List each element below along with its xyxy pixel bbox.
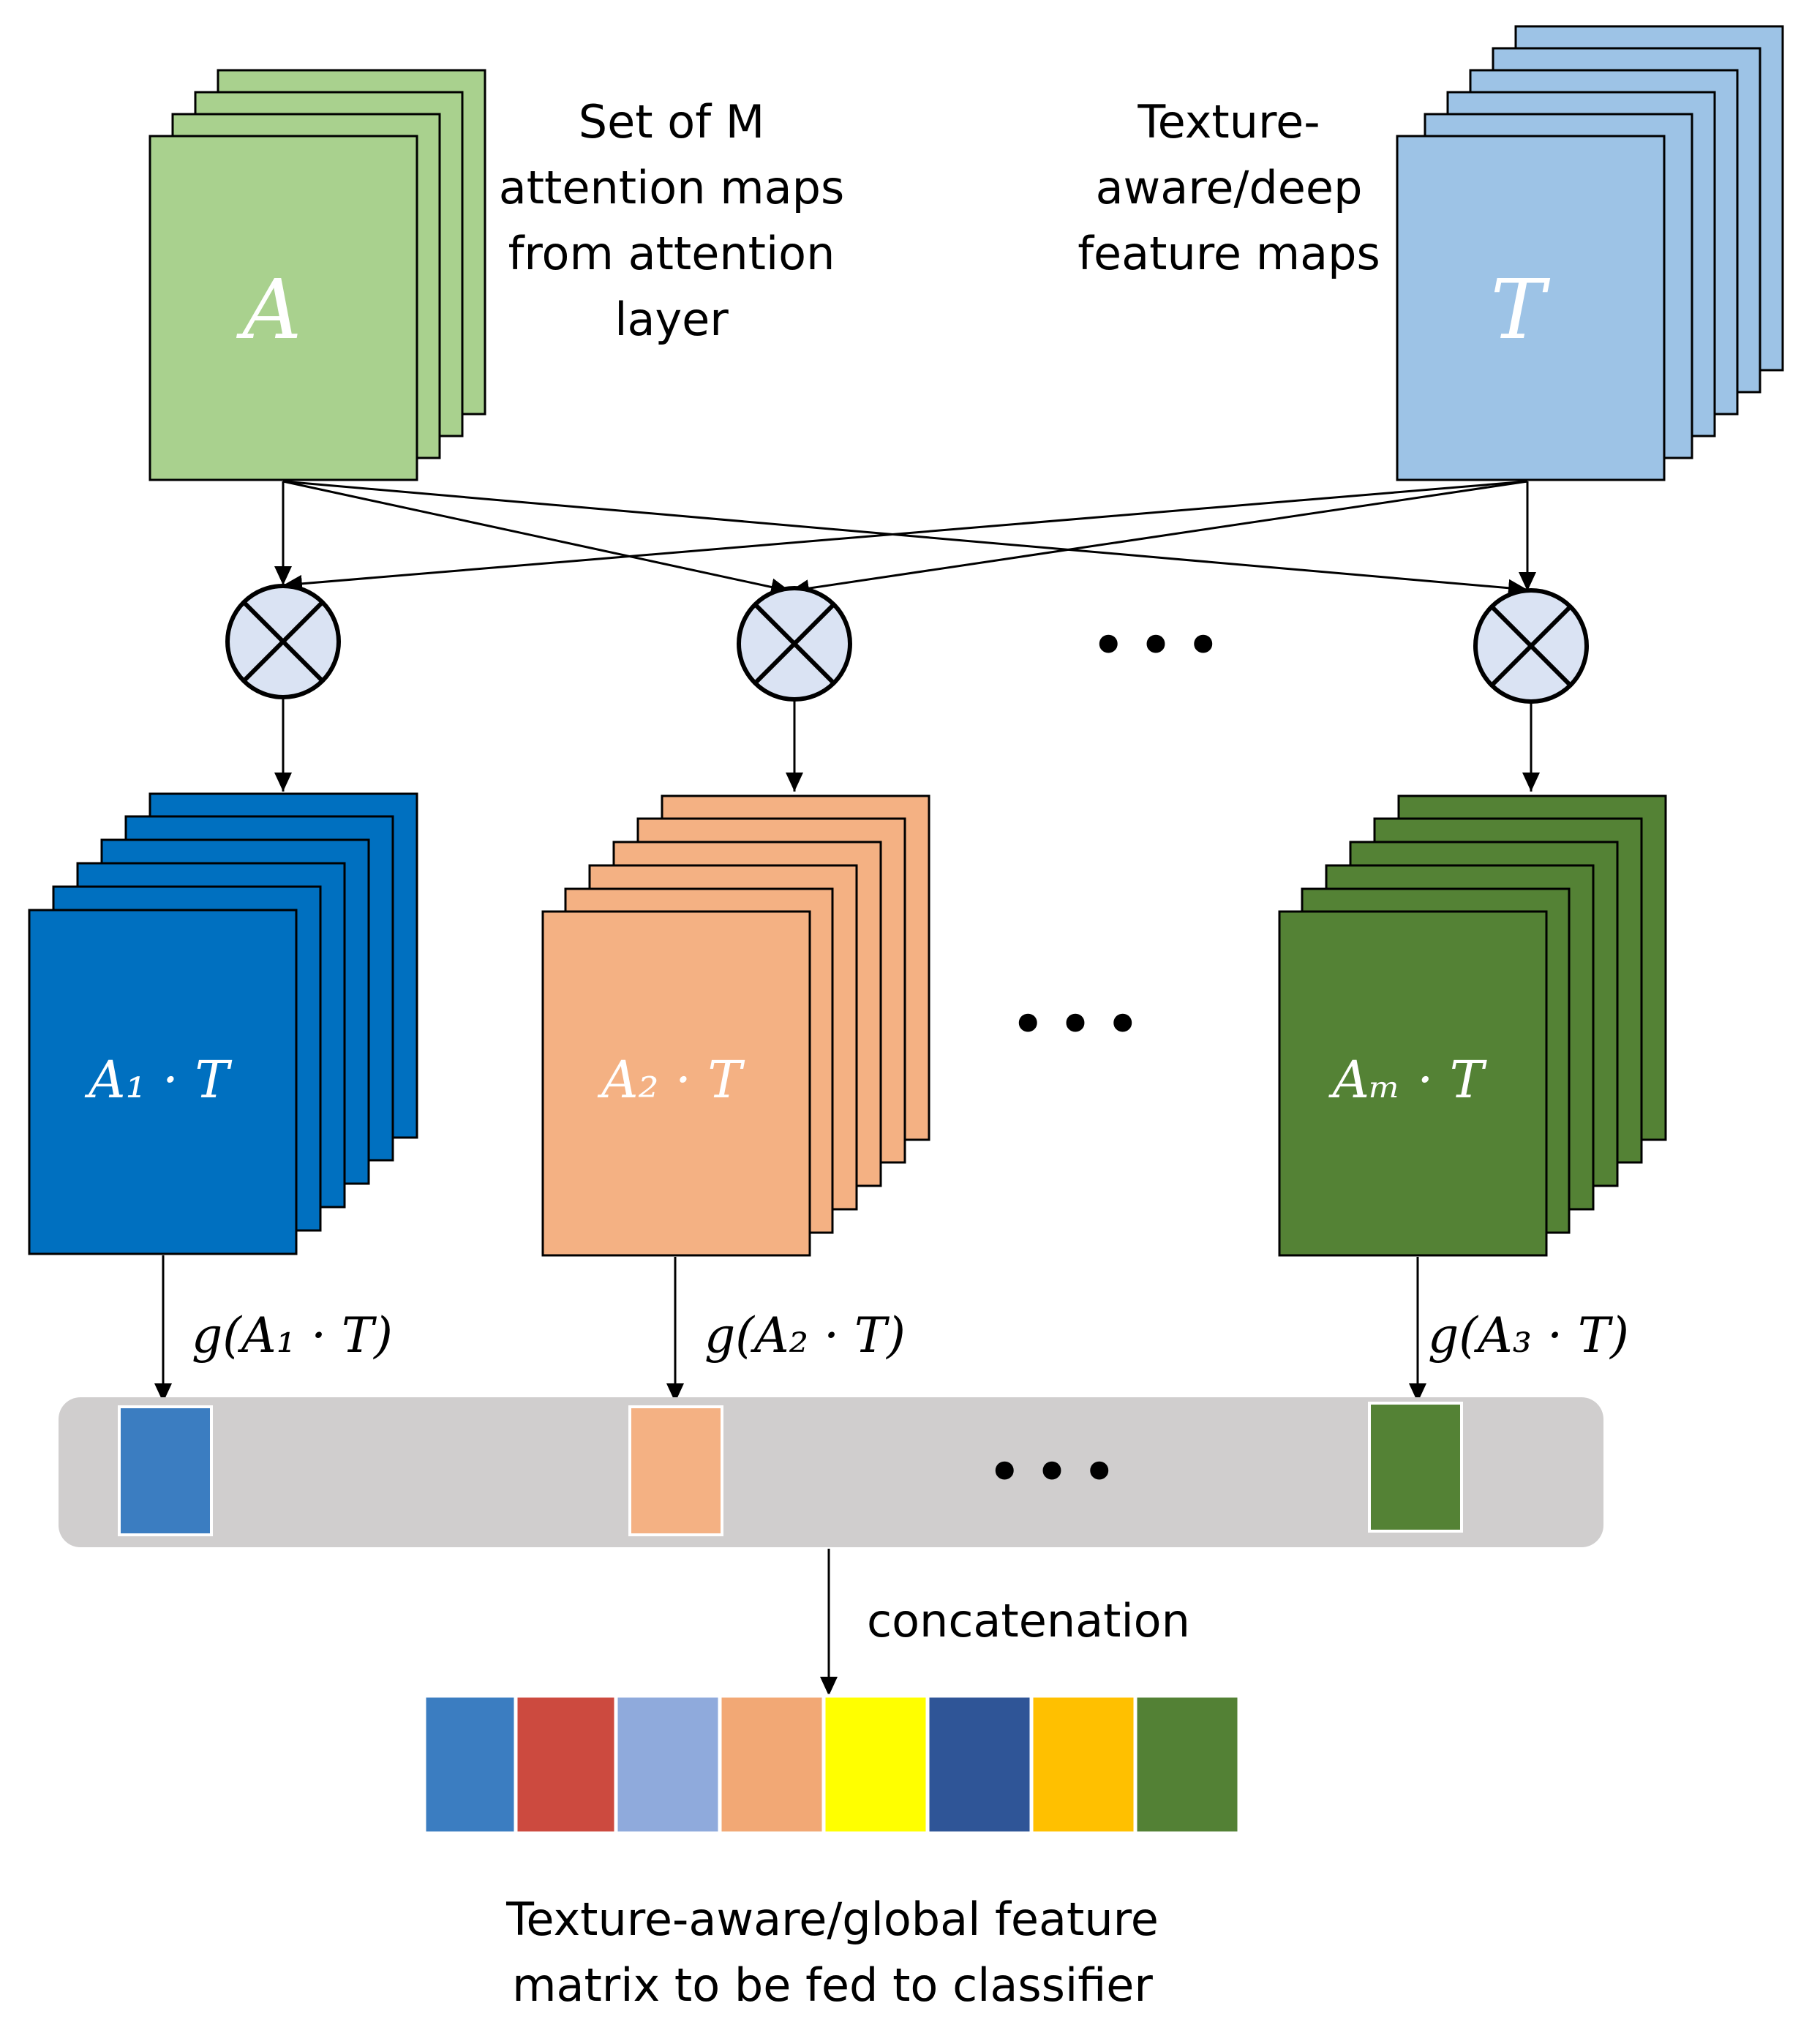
texture-map-stack: T <box>1396 25 1784 481</box>
texture-description: Texture- aware/deep feature maps <box>1078 95 1380 280</box>
product-stack-2: A₂ · T <box>541 794 930 1257</box>
final-desc-line-2: matrix to be fed to classifier <box>512 1958 1153 2012</box>
attention-map-stack: A <box>148 69 486 481</box>
texture-desc-line-3: feature maps <box>1078 227 1380 280</box>
final-feature-strip <box>422 1694 1241 1835</box>
multiply-output-arrows <box>274 697 1540 792</box>
multiply-node-1 <box>225 584 341 699</box>
product-2-label: A₂ · T <box>597 1050 745 1110</box>
texture-map-label: T <box>1491 263 1551 358</box>
multiply-node-2 <box>737 586 852 702</box>
attention-desc-line-4: layer <box>614 293 729 346</box>
attention-desc-line-3: from attention <box>508 227 835 280</box>
final-feature-cell-5 <box>821 1694 930 1835</box>
pooled-feature-m <box>1368 1402 1463 1533</box>
product-1-label: A₁ · T <box>84 1050 232 1110</box>
multiply-node-m <box>1473 588 1589 704</box>
pooling-label-3: g(A₃ · T) <box>1428 1307 1629 1364</box>
attention-desc-line-2: attention maps <box>499 161 845 214</box>
final-feature-cell-6 <box>925 1694 1034 1835</box>
concatenation-label: concatenation <box>867 1594 1190 1647</box>
ellipsis-multiply: ••• <box>1090 609 1232 683</box>
ellipsis-products: ••• <box>1009 988 1151 1061</box>
pooled-feature-bar: ••• <box>59 1397 1603 1547</box>
attention-description: Set of M attention maps from attention l… <box>499 95 845 346</box>
final-feature-cell-7 <box>1029 1694 1138 1835</box>
final-feature-cell-2 <box>514 1694 618 1835</box>
final-desc-line-1: Texture-aware/global feature <box>505 1893 1159 1946</box>
product-stack-m: Aₘ · T <box>1278 794 1667 1257</box>
final-feature-cell-1 <box>422 1694 518 1835</box>
final-feature-cell-4 <box>718 1694 826 1835</box>
attention-map-label: A <box>236 263 302 358</box>
texture-desc-line-2: aware/deep <box>1096 161 1363 214</box>
pooling-label-2: g(A₂ · T) <box>704 1307 906 1364</box>
pooling-arrows <box>154 1255 1426 1402</box>
pooling-label-1: g(A₁ · T) <box>192 1307 393 1364</box>
pooled-feature-2 <box>628 1405 723 1536</box>
texture-desc-line-1: Texture- <box>1137 95 1320 149</box>
final-feature-cell-8 <box>1133 1694 1241 1835</box>
product-stack-1: A₁ · T <box>28 792 418 1255</box>
input-connections <box>274 480 1536 598</box>
attention-desc-line-1: Set of M <box>579 95 764 149</box>
final-feature-cell-3 <box>614 1694 722 1835</box>
product-m-label: Aₘ · T <box>1328 1050 1487 1110</box>
pooled-feature-1 <box>118 1405 213 1536</box>
ellipsis-pooled: ••• <box>986 1436 1128 1509</box>
